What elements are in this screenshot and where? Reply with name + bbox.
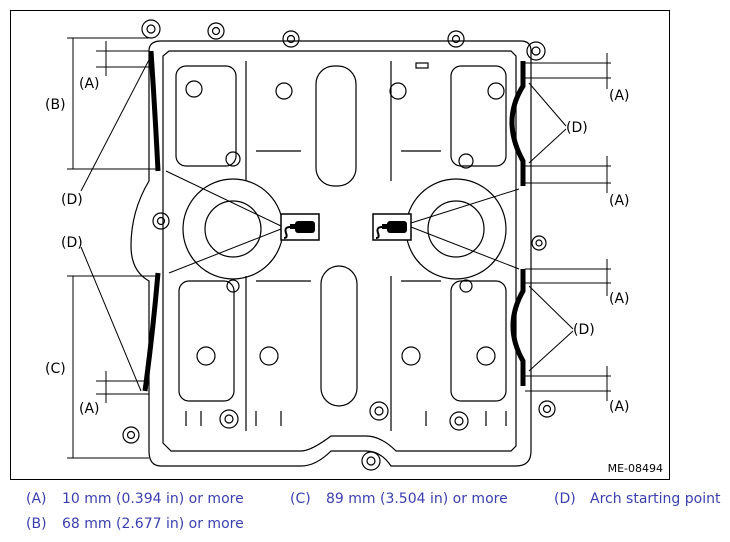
- bore-left: [182, 178, 284, 280]
- legend-text: Arch starting point: [590, 491, 721, 507]
- oil-pan-sealant-diagram: (A) (B) (D) (D) (C) (A) (A) (D) (A) (A) …: [45, 19, 630, 471]
- legend-key: (B): [26, 516, 47, 532]
- sealant-bottle-icon: [372, 213, 412, 241]
- legend-key: (D): [554, 491, 576, 507]
- legend-item-d: (D) Arch starting point: [554, 491, 720, 507]
- rib: [315, 65, 357, 187]
- boss: [526, 41, 546, 61]
- boss: [538, 400, 556, 418]
- rib: [320, 265, 358, 407]
- bead-right-bottom: [510, 269, 526, 386]
- callout-d: (D): [566, 120, 588, 136]
- boss: [122, 426, 140, 444]
- boss: [447, 30, 465, 48]
- callout-a: (A): [609, 399, 630, 415]
- sealant-bottle-icon: [280, 213, 320, 241]
- boss: [282, 30, 300, 48]
- legend-item-a: (A) 10 mm (0.394 in) or more: [26, 491, 244, 507]
- callout-d: (D): [61, 235, 83, 251]
- callout-b: (B): [45, 97, 66, 113]
- boss: [369, 401, 389, 421]
- legend-item-c: (C) 89 mm (3.504 in) or more: [290, 491, 508, 507]
- legend-key: (C): [290, 491, 311, 507]
- callout-d: (D): [61, 192, 83, 208]
- bead-left-bottom: [142, 272, 161, 392]
- callout-a: (A): [609, 193, 630, 209]
- callout-a: (A): [609, 291, 630, 307]
- callout-a: (A): [79, 76, 100, 92]
- callout-d: (D): [573, 322, 595, 338]
- boss: [219, 409, 239, 429]
- boss: [152, 212, 170, 230]
- boss: [449, 411, 469, 431]
- legend-text: 89 mm (3.504 in) or more: [326, 491, 508, 507]
- bead-right-top: [509, 61, 526, 186]
- callout-a: (A): [609, 88, 630, 104]
- bead-left-top: [148, 50, 161, 172]
- figure-id: ME-08494: [607, 462, 663, 475]
- housing-inner-outline: [162, 50, 517, 452]
- boss: [141, 19, 161, 39]
- callout-c: (C): [45, 361, 66, 377]
- boss: [531, 235, 547, 251]
- legend-text: 10 mm (0.394 in) or more: [62, 491, 244, 507]
- boss: [361, 451, 381, 471]
- legend-text: 68 mm (2.677 in) or more: [62, 516, 244, 532]
- bore-right: [405, 178, 507, 280]
- legend-key: (A): [26, 491, 47, 507]
- callout-a: (A): [79, 401, 100, 417]
- diagram-figure: (A) (B) (D) (D) (C) (A) (A) (D) (A) (A) …: [10, 10, 670, 480]
- housing-outline: [130, 40, 532, 467]
- boss: [207, 22, 225, 40]
- legend-item-b: (B) 68 mm (2.677 in) or more: [26, 516, 244, 532]
